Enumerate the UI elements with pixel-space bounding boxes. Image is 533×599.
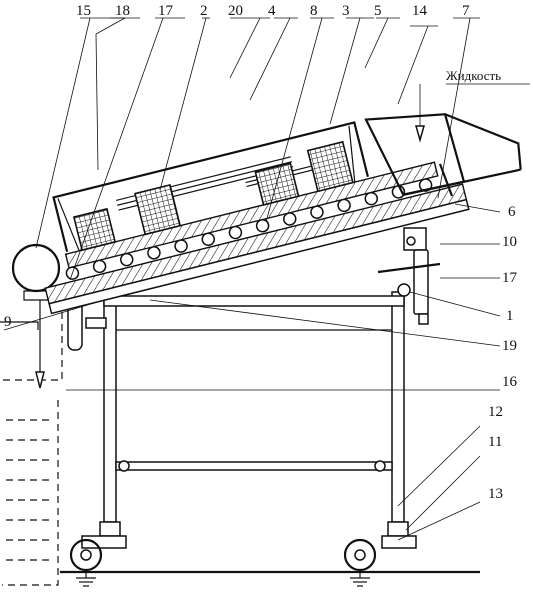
ground-symbol-right [350, 570, 370, 587]
callout-3: 3 [342, 3, 350, 19]
tank-liquid-level-lines [6, 419, 52, 561]
top-crossbar [103, 295, 405, 307]
callout-5: 5 [374, 3, 382, 19]
tilting-tray [44, 113, 522, 315]
callout-1: 1 [506, 308, 514, 324]
callout-18: 18 [115, 3, 130, 19]
callout-17-right: 17 [502, 270, 518, 286]
callout-2: 2 [200, 3, 208, 19]
callout-6: 6 [508, 204, 516, 220]
chute-floor [403, 168, 521, 196]
stand-frame [81, 291, 417, 549]
callout-17: 17 [158, 3, 174, 19]
ground-symbol-left [76, 570, 96, 587]
callout-10: 10 [502, 234, 517, 250]
left-caster-bracket [81, 535, 127, 549]
callout-7: 7 [462, 3, 470, 19]
callout-12: 12 [488, 404, 503, 420]
chute-wall [444, 113, 522, 170]
mesh-basket-2 [134, 183, 182, 236]
callout-9: 9 [4, 314, 12, 330]
right-leg [391, 291, 405, 523]
drain-arrow [35, 371, 45, 389]
callout-14: 14 [412, 3, 428, 19]
callout-20: 20 [228, 3, 243, 19]
mesh-basket-3 [254, 162, 300, 206]
handle [438, 163, 454, 197]
lower-crossbar [115, 461, 393, 471]
right-caster-bracket [381, 535, 417, 549]
callout-19: 19 [502, 338, 517, 354]
hood-outline [52, 121, 369, 253]
callout-16: 16 [502, 374, 518, 390]
liquid-label: Жидкость [446, 68, 501, 83]
callout-13: 13 [488, 486, 503, 502]
callout-4: 4 [268, 3, 276, 19]
callout-15: 15 [76, 3, 91, 19]
mesh-basket-4 [306, 140, 354, 193]
callout-labels: 15 18 17 2 20 4 8 3 5 14 7 Жидкость 6 10… [4, 3, 518, 502]
upper-plate [64, 161, 439, 269]
caster-wheels [60, 538, 480, 587]
callout-11: 11 [488, 434, 502, 450]
leader-lines [3, 17, 530, 541]
callout-8: 8 [310, 3, 318, 19]
liquid-tank [0, 300, 63, 586]
lever [377, 262, 441, 274]
right-actuator [377, 163, 454, 325]
mesh-basket-1 [72, 207, 117, 252]
